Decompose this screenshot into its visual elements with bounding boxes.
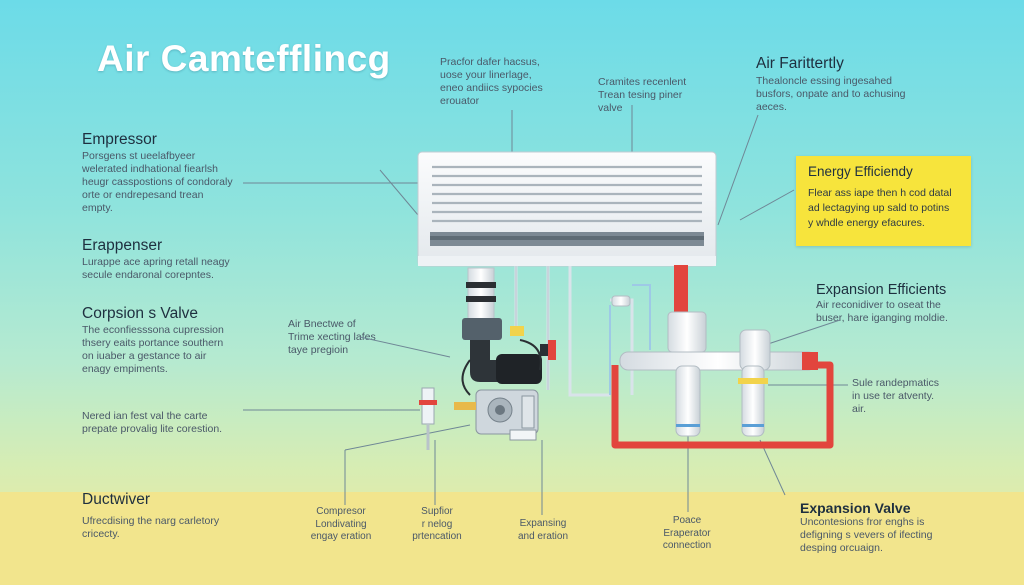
label-ductwiver-heading: Ductwiver (82, 491, 151, 508)
label-nered-body: Nered ian fest val the carte prepate pro… (82, 410, 223, 435)
energy-efficiency-box: Energy Efficiendy Flear ass iape then h … (796, 156, 971, 246)
label-erappenser-heading: Erappenser (82, 237, 163, 254)
air-farittertly-heading: Air Farittertly (756, 55, 844, 72)
label-corpsion-valve-body: The econfiesssona cupression thsery eait… (82, 324, 224, 375)
condensate-lines (609, 284, 651, 395)
air-farittertly-body: Thealoncle essing ingesahed busfors, onp… (756, 75, 906, 113)
red-riser (674, 265, 688, 313)
compresor-label: Compresor Londivating engay eration (310, 506, 372, 542)
expansion-efficients-body: Air reconidiver to oseat the buser, hare… (816, 299, 948, 324)
expansion-efficients-heading: Expansion Efficients (816, 282, 947, 298)
bottom-band (0, 492, 1024, 585)
label-empressor-heading: Empressor (82, 131, 157, 148)
compressor (454, 318, 556, 441)
indoor-ac-unit (417, 151, 717, 267)
service-valve (419, 387, 437, 450)
label-corpsion-valve-heading: Corpsion s Valve (82, 305, 199, 322)
top-note-pracfor: Pracfor dafer hacsus, uose your linerlag… (440, 56, 543, 107)
connector-lines (243, 105, 848, 515)
energy-efficiency-heading: Energy Efficiendy (808, 164, 913, 179)
expansion-valve-manifold (611, 295, 818, 437)
supfor-label: Supfior r nelog prtencation (412, 506, 462, 542)
energy-efficiency-body: Flear ass iape then h cod datal ad lecta… (808, 187, 952, 229)
top-note-cramites: Cramites recenlent Trean tesing piner va… (598, 76, 687, 114)
label-erappenser-body: Lurappe ace apring retall neagy secule e… (82, 256, 230, 281)
label-empressor-body: Porsgens st ueelafbyeer welerated indhat… (82, 150, 233, 214)
expansion-valve-body: Uncontesions fror enghs is defigning s v… (800, 516, 933, 554)
expansing-label: Expansing and eration (517, 518, 569, 542)
air-bnec-label: Air Bnectwe of Trime xecting lafes taye … (288, 318, 376, 356)
inlet-pipe (466, 267, 496, 321)
page-title: Air Camtefflincg (97, 38, 391, 79)
poace-label: Poace Eraperator connection (662, 515, 712, 551)
sule-body: Sule randepmatics in use ter atventy. ai… (852, 377, 939, 415)
expansion-valve-heading: Expansion Valve (800, 500, 911, 516)
label-ductwiver-body: Ufrecdising the narg carletory cricecty. (82, 515, 220, 540)
